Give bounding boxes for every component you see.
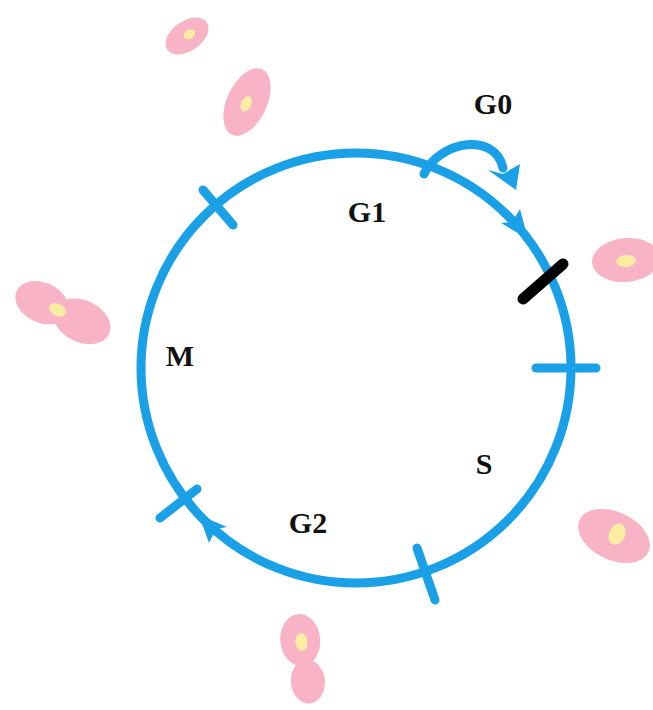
g0-arrowhead: [488, 164, 520, 190]
phase-label: G2: [289, 508, 327, 538]
phase-label: S: [476, 449, 493, 479]
phase-label: M: [166, 341, 194, 371]
cycle-ring: [141, 153, 571, 583]
g0-loop: [424, 144, 503, 174]
phase-label: G1: [348, 197, 386, 227]
restriction-point: [523, 264, 563, 299]
cycle-arrowhead: [199, 515, 227, 543]
cycle-arrowhead: [501, 209, 528, 239]
cell-figures: [8, 10, 653, 706]
phase-label: G0: [474, 89, 512, 119]
phase-ticks: [160, 190, 596, 600]
